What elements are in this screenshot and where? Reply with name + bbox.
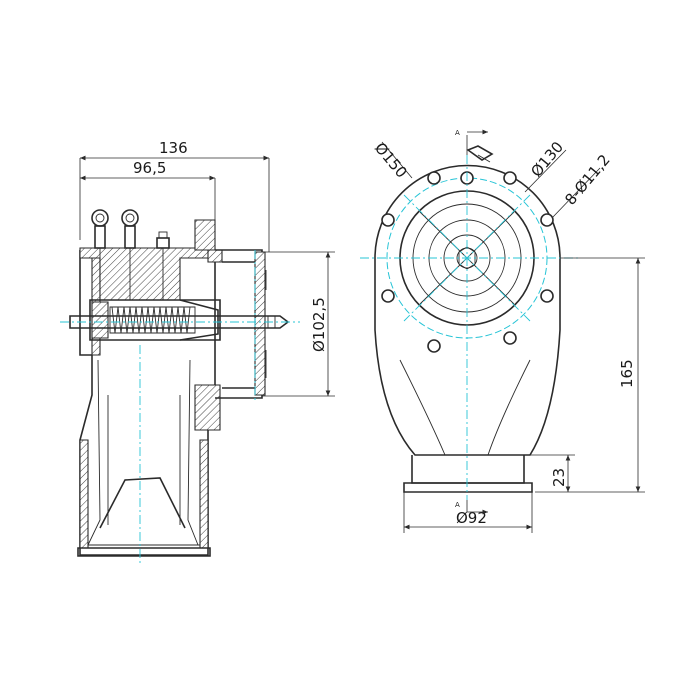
dimension-outlet-diameter: Ø92 bbox=[403, 492, 533, 533]
dimension-label-92: Ø92 bbox=[456, 509, 487, 527]
bolt-hole-3 bbox=[540, 213, 554, 227]
bolt-hole-2 bbox=[503, 171, 517, 185]
section-label-bottom: A bbox=[455, 501, 460, 509]
bolt-hole-8 bbox=[381, 213, 395, 227]
dimension-flange-outer: Ø150 bbox=[371, 139, 413, 182]
dimension-label-102-5: Ø102,5 bbox=[310, 297, 328, 352]
dimension-bore-diameter: Ø102,5 bbox=[262, 251, 335, 397]
side-section-view: 136 96,5 Ø102,5 bbox=[60, 139, 335, 565]
front-view: A bbox=[360, 129, 645, 533]
section-label-top: A bbox=[455, 129, 460, 137]
dimension-label-96-5: 96,5 bbox=[133, 159, 166, 177]
dimension-label-bolt-holes: 8-Ø11,2 bbox=[561, 151, 613, 209]
bolt-hole-9 bbox=[427, 171, 441, 185]
dimension-height: 165 bbox=[535, 257, 645, 493]
bolt-hole-6 bbox=[427, 339, 441, 353]
bolt-hole-7 bbox=[381, 289, 395, 303]
dimension-overall-width: 136 bbox=[79, 139, 270, 252]
dimension-label-136: 136 bbox=[159, 139, 188, 157]
fitting-right bbox=[156, 231, 170, 300]
dimension-label-150: Ø150 bbox=[371, 139, 411, 182]
dimension-label-165: 165 bbox=[618, 359, 636, 388]
bolt-hole-4 bbox=[540, 289, 554, 303]
section-mark-top: A bbox=[455, 129, 488, 155]
dimension-label-130: Ø130 bbox=[527, 138, 567, 181]
bolt-hole-5 bbox=[503, 331, 517, 345]
dimension-label-23: 23 bbox=[550, 468, 568, 487]
fitting-middle bbox=[121, 209, 139, 300]
dimension-bolt-circle: Ø130 bbox=[524, 138, 567, 193]
dimension-flange-offset: 96,5 bbox=[80, 159, 216, 222]
section-mark-bottom: A bbox=[455, 500, 488, 515]
dimension-outlet-height: 23 bbox=[524, 454, 575, 492]
dimension-bolt-holes: 8-Ø11,2 bbox=[551, 151, 614, 219]
fitting-left bbox=[91, 209, 109, 300]
